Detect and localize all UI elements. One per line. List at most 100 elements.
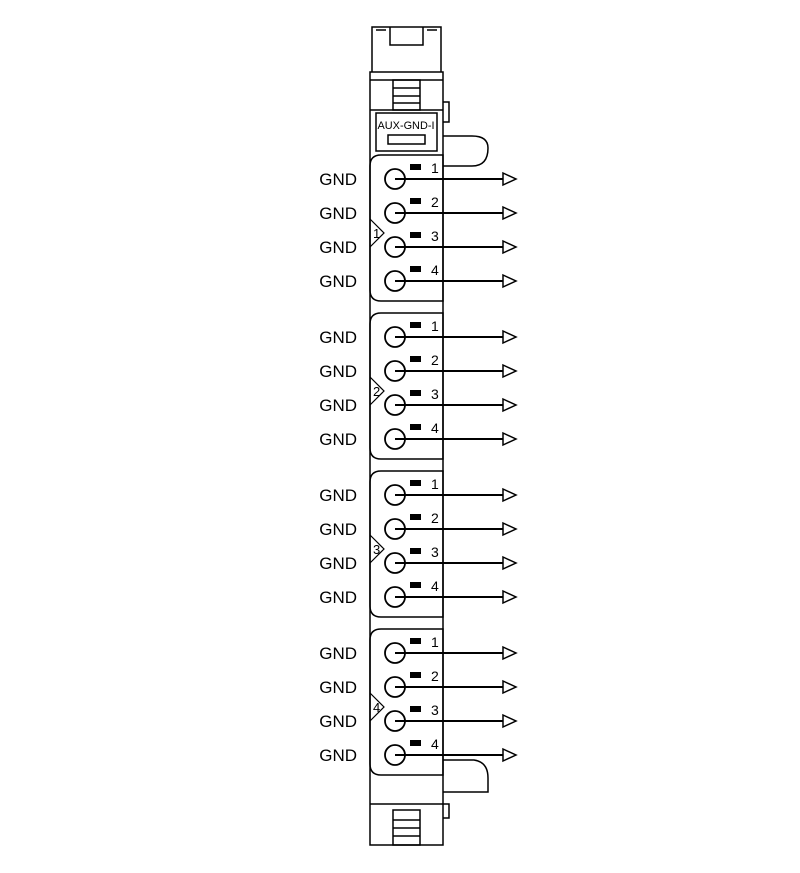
bottom-latch <box>370 803 450 846</box>
signal-label: GND <box>319 170 357 189</box>
arrow-head <box>502 487 518 503</box>
release-pusher <box>410 322 421 328</box>
signal-label: GND <box>319 520 357 539</box>
pin-number: 4 <box>431 420 439 436</box>
signal-label: GND <box>319 746 357 765</box>
arrow-head <box>502 555 518 571</box>
arrow-head <box>502 747 518 763</box>
terminal-row: GND 1 <box>319 318 518 348</box>
signal-label: GND <box>319 712 357 731</box>
pin-number: 3 <box>431 228 439 244</box>
pin-number: 3 <box>431 386 439 402</box>
terminal-row: GND 4 <box>319 420 518 450</box>
release-pusher <box>410 582 421 588</box>
arrow-head <box>502 713 518 729</box>
group-number: 4 <box>373 700 380 715</box>
connector-housing <box>369 628 444 776</box>
arrow-head <box>502 589 518 605</box>
pin-number: 4 <box>431 262 439 278</box>
pin-number: 1 <box>431 476 439 492</box>
connector-groups: 1GND1GND2GND3GND42GND1GND2GND3GND43GND1G… <box>319 154 518 776</box>
release-pusher <box>410 164 421 170</box>
arrow-head <box>502 521 518 537</box>
terminal-row: GND 1 <box>319 160 518 190</box>
group-marker <box>369 534 385 564</box>
terminal-row: GND 4 <box>319 262 518 292</box>
release-pusher <box>410 424 421 430</box>
pin-number: 2 <box>431 668 439 684</box>
pin-number: 3 <box>431 544 439 560</box>
connector-housing <box>369 470 444 618</box>
arrow-head <box>502 363 518 379</box>
pin-number: 2 <box>431 352 439 368</box>
group-number: 1 <box>373 226 380 241</box>
release-pusher <box>410 740 421 746</box>
terminal-row: GND 3 <box>319 228 518 258</box>
release-pusher <box>410 480 421 486</box>
arrow-head <box>502 239 518 255</box>
release-pusher <box>410 706 421 712</box>
terminal-row: GND 2 <box>319 668 518 698</box>
terminal-row: GND 4 <box>319 736 518 766</box>
top-mounting-hook <box>443 135 489 167</box>
terminal-row: GND 3 <box>319 544 518 574</box>
signal-label: GND <box>319 430 357 449</box>
arrow-head <box>502 679 518 695</box>
signal-label: GND <box>319 644 357 663</box>
signal-label: GND <box>319 204 357 223</box>
top-release-slot <box>370 79 450 123</box>
group-marker <box>369 376 385 406</box>
signal-label: GND <box>319 328 357 347</box>
connector-housing <box>369 154 444 302</box>
pin-number: 1 <box>431 160 439 176</box>
arrow-head <box>502 431 518 447</box>
release-pusher <box>410 514 421 520</box>
pin-number: 3 <box>431 702 439 718</box>
terminal-row: GND 3 <box>319 702 518 732</box>
arrow-head <box>502 329 518 345</box>
arrow-head <box>502 397 518 413</box>
label-area <box>375 112 438 152</box>
signal-label: GND <box>319 678 357 697</box>
terminal-row: GND 1 <box>319 476 518 506</box>
signal-label: GND <box>319 396 357 415</box>
release-pusher <box>410 390 421 396</box>
release-pusher <box>410 232 421 238</box>
pin-number: 4 <box>431 578 439 594</box>
signal-label: GND <box>319 554 357 573</box>
group-number: 2 <box>373 384 380 399</box>
arrow-head <box>502 171 518 187</box>
release-pusher <box>410 356 421 362</box>
signal-label: GND <box>319 486 357 505</box>
release-pusher <box>410 198 421 204</box>
pin-number: 1 <box>431 634 439 650</box>
pin-number: 1 <box>431 318 439 334</box>
terminal-row: GND 2 <box>319 352 518 382</box>
label-slot <box>387 134 426 145</box>
pin-number: 2 <box>431 510 439 526</box>
release-pusher <box>410 638 421 644</box>
bottom-mounting-hook <box>443 759 489 793</box>
signal-label: GND <box>319 588 357 607</box>
terminal-row: GND 4 <box>319 578 518 608</box>
terminal-row: GND 1 <box>319 634 518 664</box>
arrow-head <box>502 645 518 661</box>
arrow-head <box>502 273 518 289</box>
connector-housing <box>369 312 444 460</box>
release-pusher <box>410 548 421 554</box>
release-pusher <box>410 266 421 272</box>
signal-label: GND <box>319 362 357 381</box>
signal-label: GND <box>319 272 357 291</box>
group-marker <box>369 218 385 248</box>
arrow-head <box>502 205 518 221</box>
pin-number: 4 <box>431 736 439 752</box>
group-number: 3 <box>373 542 380 557</box>
group-marker <box>369 692 385 722</box>
signal-label: GND <box>319 238 357 257</box>
